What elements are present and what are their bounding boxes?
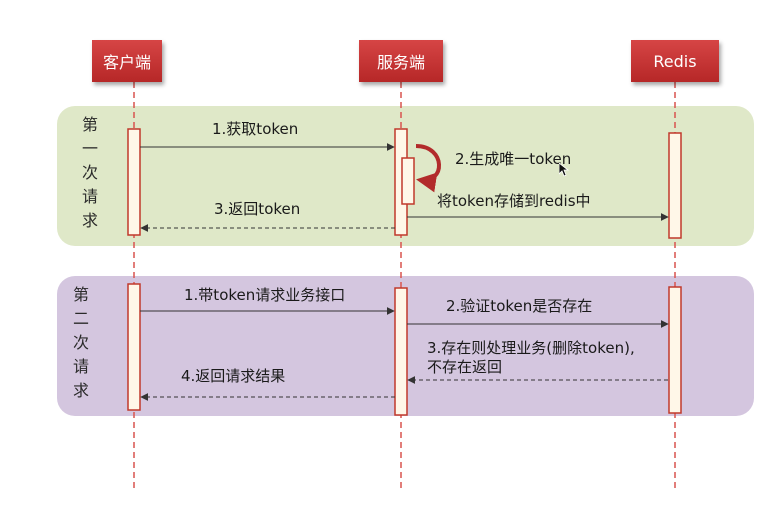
request-with-token-label: 1.带token请求业务接口 [184,286,346,304]
phase-char: 第 [72,285,89,304]
mouse-cursor-icon [559,163,569,177]
phase-char: 次 [72,333,89,352]
server-actor: 服务端 [359,40,443,82]
phase-char: 求 [72,381,89,400]
phase-char: 二 [72,309,89,328]
phase-char: 次 [81,163,98,182]
phase-char: 一 [81,139,98,158]
verify-token-label: 2.验证token是否存在 [446,297,593,315]
redis-activation-2 [668,286,682,414]
phase-char: 第 [81,115,98,134]
return-token-label: 3.返回token [214,200,301,218]
client-actor: 客户端 [92,40,162,82]
store-token-label: 将token存储到redis中 [437,192,591,210]
process-label-line2: 不存在返回 [427,358,503,376]
generate-token-label: 2.生成唯一token [455,150,572,168]
client-activation-1 [127,128,141,236]
redis-actor-label: Redis [653,51,697,71]
phase-char: 请 [81,187,98,206]
redis-actor: Redis [631,40,719,82]
redis-activation-1 [668,132,682,239]
client-actor-label: 客户端 [102,53,151,72]
phase-char: 请 [72,357,89,376]
get-token-label: 1.获取token [212,120,299,138]
client-activation-2 [127,283,141,411]
server-self-activation [401,157,415,205]
phase-char: 求 [81,211,98,230]
first-request-label: 第 一 次 请 求 [75,113,105,233]
self-call-arrow [415,144,441,193]
return-result-label: 4.返回请求结果 [181,367,286,385]
server-actor-label: 服务端 [376,53,425,72]
server-activation-2 [394,287,408,416]
second-request-label: 第 二 次 请 求 [66,283,96,403]
process-label-line1: 3.存在则处理业务(删除token), [427,339,635,357]
